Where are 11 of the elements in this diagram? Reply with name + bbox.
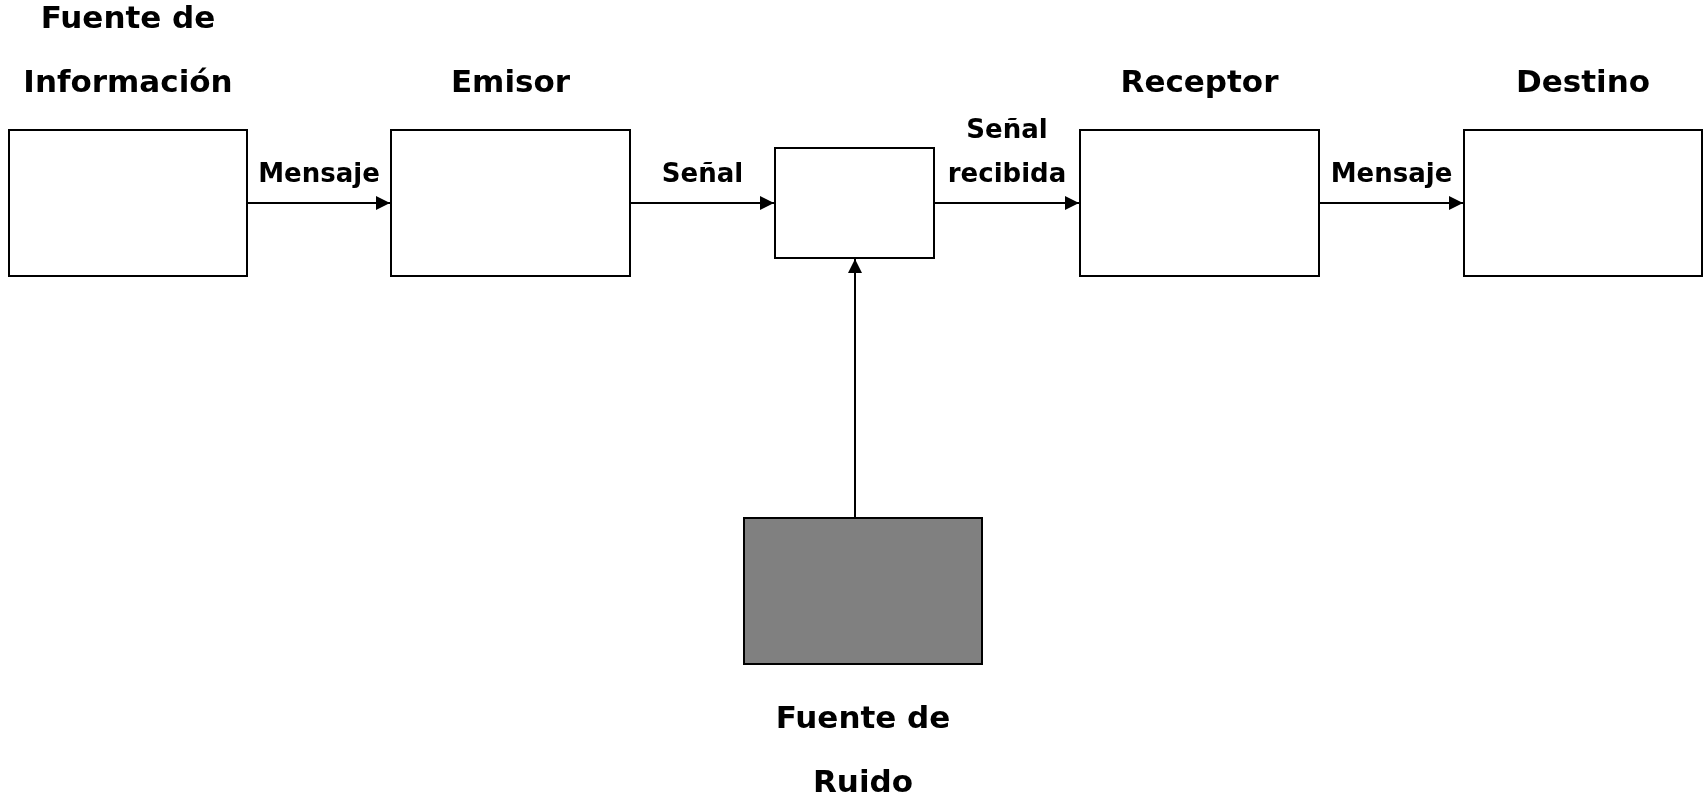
node-heading: Destino	[1515, 62, 1651, 101]
arrow	[848, 258, 862, 518]
process-box	[774, 147, 935, 259]
node-heading: Emisor	[449, 62, 572, 101]
node-heading: Fuente de Ruido	[774, 698, 952, 797]
arrow	[247, 196, 391, 210]
node-heading: Fuente de Información	[22, 0, 234, 101]
arrow	[1319, 196, 1464, 210]
arrow	[934, 196, 1080, 210]
node-heading: Receptor	[1119, 62, 1280, 101]
arrow	[630, 196, 775, 210]
